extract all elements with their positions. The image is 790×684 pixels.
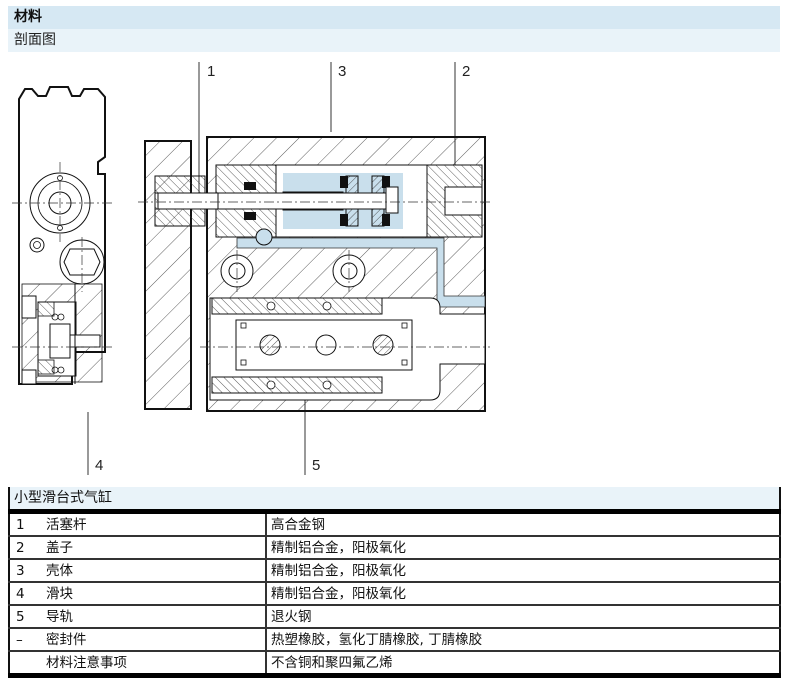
- row-number: –: [9, 628, 42, 652]
- part-name: 导轨: [42, 605, 267, 629]
- table-row: 5 导轨 退火钢: [9, 605, 780, 629]
- part-name: 密封件: [42, 628, 267, 652]
- part-name: 活塞杆: [42, 511, 267, 537]
- material: 不含铜和聚四氟乙烯: [271, 654, 393, 671]
- part-name: 壳体: [42, 559, 267, 583]
- table-row: 3 壳体 精制铝合金，阳极氧化: [9, 559, 780, 583]
- material: 热塑橡胶，氢化丁腈橡胶, 丁腈橡胶: [266, 628, 780, 652]
- material: 高合金钢: [266, 511, 780, 537]
- materials-table: 小型滑台式气缸 1 活塞杆 高合金钢 2 盖子 精制铝合金，阳极氧化 3 壳体 …: [8, 487, 781, 678]
- part-name: 材料注意事项: [42, 651, 267, 676]
- material: 退火钢: [266, 605, 780, 629]
- row-number: 1: [9, 511, 42, 537]
- housing-body: [154, 136, 486, 412]
- table-row: 4 滑块 精制铝合金，阳极氧化: [9, 582, 780, 606]
- row-number: 4: [9, 582, 42, 606]
- row-number: 2: [9, 536, 42, 560]
- table-row: 1 活塞杆 高合金钢: [9, 511, 780, 537]
- cross-section-drawing: 1 3 2 4 5: [0, 52, 790, 482]
- table-row: – 密封件 热塑橡胶，氢化丁腈橡胶, 丁腈橡胶: [9, 628, 780, 652]
- materials-grid: 1 活塞杆 高合金钢 2 盖子 精制铝合金，阳极氧化 3 壳体 精制铝合金，阳极…: [8, 509, 781, 678]
- row-number: 3: [9, 559, 42, 583]
- callout-3: 3: [338, 63, 346, 80]
- callout-2: 2: [462, 63, 470, 80]
- row-number: 5: [9, 605, 42, 629]
- end-view: [18, 86, 106, 385]
- cross-section-svg: 1 3 2 4 5: [12, 62, 490, 475]
- section-title: 材料: [8, 6, 780, 29]
- material: 精制铝合金，阳极氧化: [266, 536, 780, 560]
- row-number: [9, 651, 42, 676]
- part-name: 盖子: [42, 536, 267, 560]
- callout-5: 5: [312, 457, 320, 474]
- callout-1: 1: [207, 63, 215, 80]
- subsection-title: 剖面图: [8, 29, 780, 52]
- callout-4: 4: [95, 457, 103, 474]
- table-row: 2 盖子 精制铝合金，阳极氧化: [9, 536, 780, 560]
- table-row: 材料注意事项 不含铜和聚四氟乙烯: [9, 651, 780, 676]
- material: 精制铝合金，阳极氧化: [266, 559, 780, 583]
- material: 精制铝合金，阳极氧化: [266, 582, 780, 606]
- part-name: 滑块: [42, 582, 267, 606]
- table-title: 小型滑台式气缸: [8, 487, 781, 509]
